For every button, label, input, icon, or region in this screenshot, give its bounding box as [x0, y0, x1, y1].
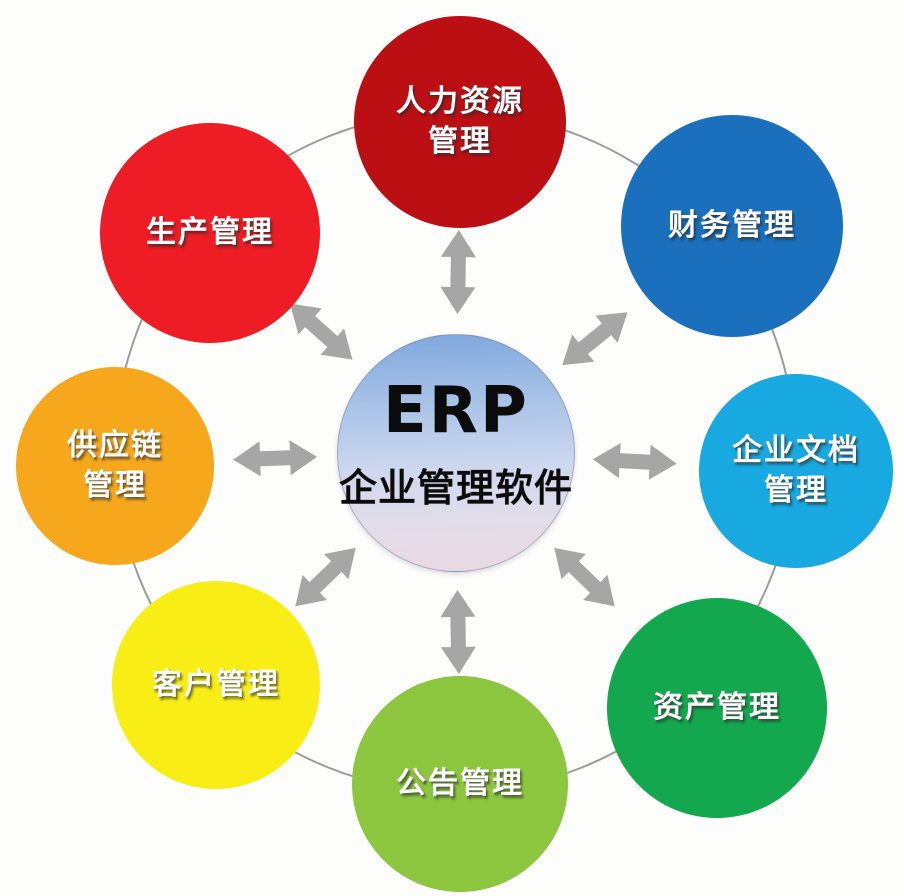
label-line-1: 财务管理	[668, 207, 796, 243]
node-assets: 资产管理	[607, 598, 827, 818]
node-finance: 财务管理	[621, 115, 843, 337]
node-assets-label: 资产管理	[653, 688, 781, 729]
erp-title: ERP	[383, 373, 529, 448]
label-line-1: 客户管理	[152, 666, 280, 702]
label-line-1: 供应链	[67, 427, 163, 463]
arrow-top-icon	[439, 229, 477, 315]
label-line-1: 生产管理	[146, 214, 274, 250]
erp-subtitle: 企业管理软件	[338, 466, 573, 511]
node-production-label: 生产管理	[146, 213, 274, 254]
arrow-bottom-left-icon	[283, 535, 368, 619]
erp-center-label: ERP 企业管理软件	[338, 373, 573, 512]
node-supply-chain: 供应链 管理	[16, 367, 214, 565]
node-erp-center: ERP 企业管理软件	[337, 334, 575, 572]
label-line-1: 资产管理	[653, 689, 781, 725]
arrow-bottom-right-icon	[542, 535, 627, 619]
node-announcements: 公告管理	[352, 676, 568, 892]
node-human-resources-label: 人力资源 管理	[396, 82, 524, 163]
node-customers-label: 客户管理	[152, 665, 280, 706]
label-line-2: 管理	[428, 124, 492, 159]
arrow-left-icon	[232, 439, 318, 478]
label-line-1: 公告管理	[396, 765, 524, 801]
node-customers: 客户管理	[112, 581, 320, 789]
label-line-2: 管理	[83, 468, 147, 503]
label-line-1: 人力资源	[396, 83, 524, 119]
node-enterprise-docs-label: 企业文档 管理	[732, 431, 860, 512]
node-finance-label: 财务管理	[668, 206, 796, 247]
arrow-top-right-icon	[551, 298, 639, 379]
arrow-bottom-icon	[439, 589, 477, 675]
node-production: 生产管理	[100, 123, 320, 343]
arrow-right-icon	[591, 441, 678, 482]
node-human-resources: 人力资源 管理	[354, 16, 566, 228]
label-line-2: 管理	[764, 473, 828, 508]
node-announcements-label: 公告管理	[396, 764, 524, 805]
node-supply-chain-label: 供应链 管理	[67, 426, 163, 507]
node-enterprise-docs: 企业文档 管理	[699, 374, 893, 568]
label-line-1: 企业文档	[732, 432, 860, 468]
